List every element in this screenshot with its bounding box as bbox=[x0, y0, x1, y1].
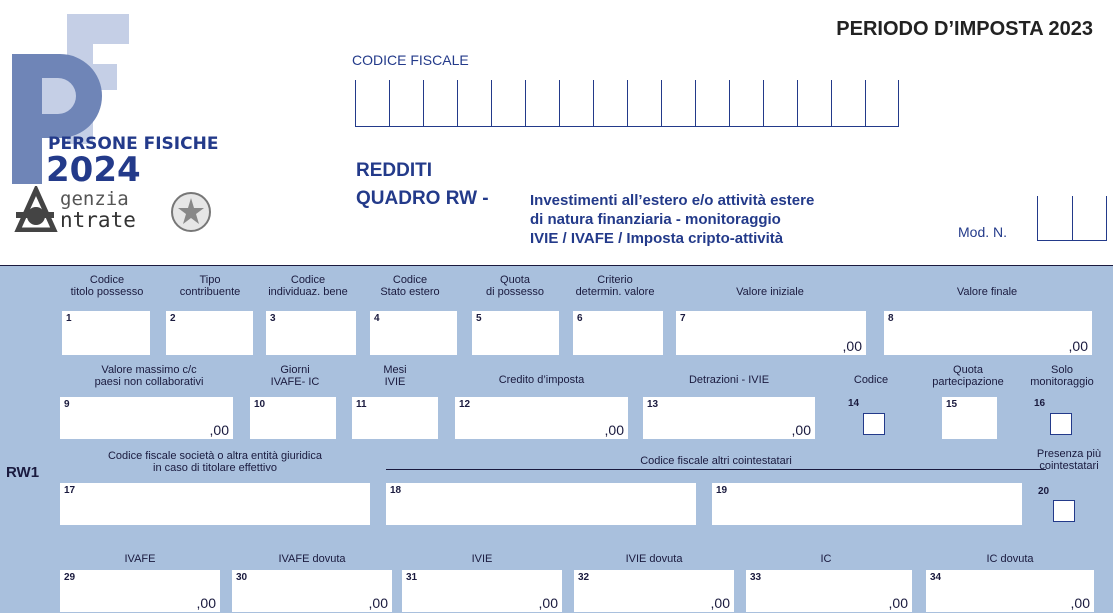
republic-emblem-icon bbox=[171, 192, 211, 232]
field-9-valore-massimo[interactable]: 9,00 bbox=[60, 397, 233, 439]
label-credito-imposta: Credito d’imposta bbox=[498, 374, 585, 386]
quadro-title: QUADRO RW - bbox=[356, 188, 489, 209]
field-6-criterio-valore[interactable]: 6 bbox=[573, 311, 663, 355]
field-13-detrazioni-ivie[interactable]: 13,00 bbox=[643, 397, 815, 439]
cointestatari-divider bbox=[386, 469, 1046, 470]
codice-fiscale-label: CODICE FISCALE bbox=[352, 52, 469, 68]
field-30-ivafe-dovuta[interactable]: 30,00 bbox=[232, 570, 392, 612]
label-detrazioni-ivie: Detrazioni - IVIE bbox=[688, 374, 770, 386]
label-cf-cointestatari: Codice fiscale altri cointestatari bbox=[386, 455, 1046, 467]
field-33-ic[interactable]: 33,00 bbox=[746, 570, 912, 612]
label-ivafe: IVAFE bbox=[124, 553, 156, 565]
label-codice-titolo: Codice titolo possesso bbox=[70, 274, 144, 298]
field-19-cf-cointestatario[interactable]: 19 bbox=[712, 483, 1022, 525]
label-ic-dovuta: IC dovuta bbox=[986, 553, 1034, 565]
num-14: 14 bbox=[848, 398, 860, 409]
checkbox-14-codice[interactable] bbox=[863, 413, 885, 435]
label-codice-bene: Codice individuaz. bene bbox=[268, 274, 348, 298]
field-8-valore-finale[interactable]: 8,00 bbox=[884, 311, 1092, 355]
label-quota-possesso: Quota di possesso bbox=[485, 274, 545, 298]
label-codice-14: Codice bbox=[853, 374, 889, 386]
label-quota-partecipazione: Quota partecipazione bbox=[932, 364, 1004, 388]
checkbox-16-solo-monitoraggio[interactable] bbox=[1050, 413, 1072, 435]
label-ivie-dovuta: IVIE dovuta bbox=[625, 553, 683, 565]
agency-name-line1: genzia bbox=[60, 188, 129, 210]
num-20: 20 bbox=[1038, 486, 1050, 497]
logo-year: 2024 bbox=[46, 150, 141, 190]
field-12-credito-imposta[interactable]: 12,00 bbox=[455, 397, 628, 439]
label-valore-massimo: Valore massimo c/c paesi non collaborati… bbox=[94, 364, 204, 388]
section-redditi: REDDITI bbox=[356, 160, 432, 181]
field-15-quota-partecipazione[interactable]: 15 bbox=[942, 397, 997, 439]
logo-persone-fisiche: PERSONE FISICHE bbox=[48, 134, 219, 154]
field-2-tipo-contribuente[interactable]: 2 bbox=[166, 311, 253, 355]
label-mesi-ivie: Mesi IVIE bbox=[383, 364, 407, 388]
field-7-valore-iniziale[interactable]: 7,00 bbox=[676, 311, 866, 355]
checkbox-20-presenza-cointestatari[interactable] bbox=[1053, 500, 1075, 522]
field-3-codice-bene[interactable]: 3 bbox=[266, 311, 356, 355]
label-codice-stato: Codice Stato estero bbox=[380, 274, 440, 298]
label-giorni-ivafe: Giorni IVAFE- IC bbox=[270, 364, 320, 388]
field-4-codice-stato[interactable]: 4 bbox=[370, 311, 457, 355]
tax-period-title: PERIODO D’IMPOSTA 2023 bbox=[836, 18, 1093, 40]
field-29-ivafe[interactable]: 29,00 bbox=[60, 570, 220, 612]
label-presenza-cointestatari: Presenza più cointestatari bbox=[1036, 448, 1102, 472]
field-31-ivie[interactable]: 31,00 bbox=[402, 570, 562, 612]
label-valore-iniziale: Valore iniziale bbox=[736, 286, 804, 298]
label-ivie: IVIE bbox=[471, 553, 493, 565]
label-tipo-contribuente: Tipo contribuente bbox=[179, 274, 241, 298]
label-ivafe-dovuta: IVAFE dovuta bbox=[278, 553, 346, 565]
label-valore-finale: Valore finale bbox=[956, 286, 1018, 298]
field-17-cf-societa[interactable]: 17 bbox=[60, 483, 370, 525]
label-ic: IC bbox=[820, 553, 832, 565]
label-cf-societa: Codice fiscale società o altra entità gi… bbox=[107, 450, 322, 474]
field-32-ivie-dovuta[interactable]: 32,00 bbox=[574, 570, 734, 612]
quadro-description: Investimenti all’estero e/o attività est… bbox=[530, 192, 815, 247]
field-1-codice-titolo[interactable]: 1 bbox=[62, 311, 150, 355]
mod-n-label: Mod. N. bbox=[958, 224, 1008, 240]
field-11-mesi-ivie[interactable]: 11 bbox=[352, 397, 438, 439]
field-10-giorni-ivafe[interactable]: 10 bbox=[250, 397, 336, 439]
field-34-ic-dovuta[interactable]: 34,00 bbox=[926, 570, 1094, 612]
field-18-cf-cointestatario[interactable]: 18 bbox=[386, 483, 696, 525]
num-16: 16 bbox=[1034, 398, 1046, 409]
agenzia-entrate-logo-icon bbox=[14, 186, 58, 232]
pf-logo bbox=[12, 14, 129, 184]
field-5-quota-possesso[interactable]: 5 bbox=[472, 311, 559, 355]
label-criterio-valore: Criterio determin. valore bbox=[575, 274, 655, 298]
label-solo-monitoraggio: Solo monitoraggio bbox=[1030, 364, 1094, 388]
agency-name-line2: ntrate bbox=[60, 208, 136, 232]
row-label-rw1: RW1 bbox=[6, 464, 40, 481]
codice-fiscale-input[interactable] bbox=[355, 80, 899, 127]
mod-n-input[interactable] bbox=[1037, 196, 1107, 241]
